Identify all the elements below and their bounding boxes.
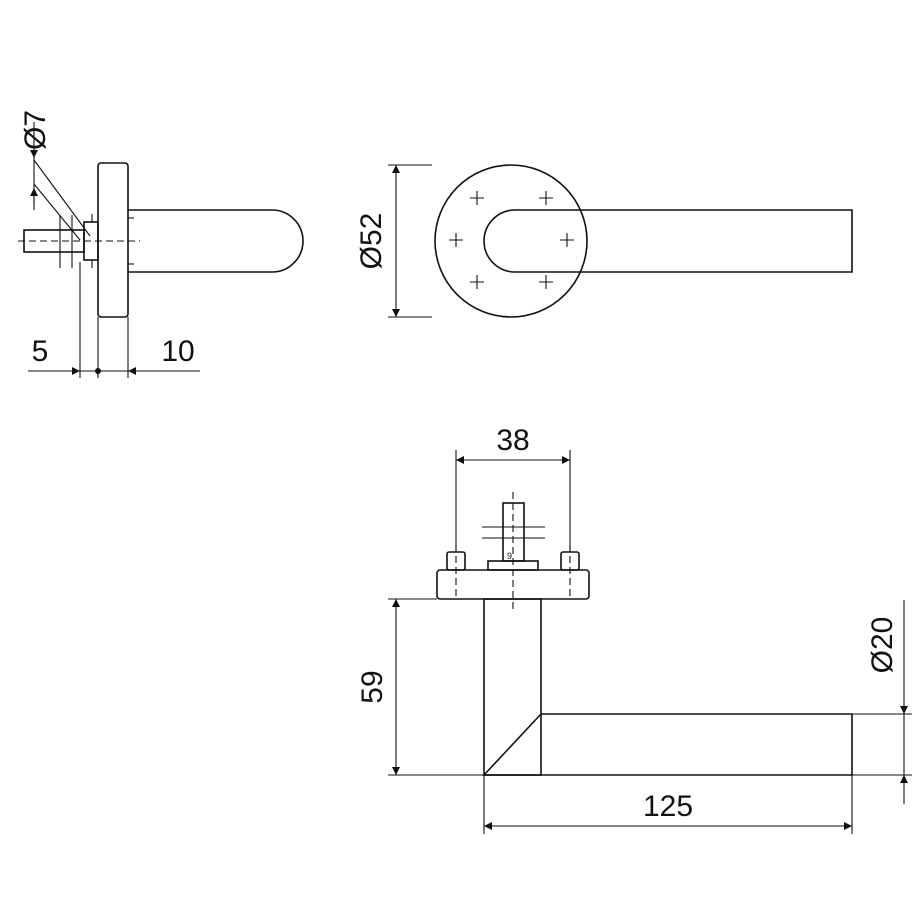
front-lever	[483, 209, 853, 273]
dim-lever-diameter: Ø20	[866, 617, 899, 674]
top-lever	[482, 713, 853, 776]
dim-rose-thickness-right: 10	[161, 335, 194, 368]
side-rose-plate	[97, 162, 129, 318]
spindle-mark: 9	[507, 551, 512, 561]
dim-pin-diameter: Ø7	[19, 110, 52, 150]
dim-screw-spacing: 38	[496, 424, 529, 457]
dim-lever-projection: 59	[356, 670, 389, 703]
front-rose	[434, 164, 588, 318]
side-view: Ø7 5 10	[18, 110, 304, 378]
dim-lever-length: 125	[643, 790, 693, 823]
front-view: Ø52	[355, 164, 853, 318]
top-neck	[483, 598, 542, 776]
side-lever	[128, 209, 304, 273]
top-view: 9 38 59 125 Ø20	[356, 424, 912, 834]
dim-rose-diameter: Ø52	[355, 213, 388, 270]
dim-rose-thickness-left: 5	[32, 335, 49, 368]
front-fixing-markers	[449, 191, 574, 289]
